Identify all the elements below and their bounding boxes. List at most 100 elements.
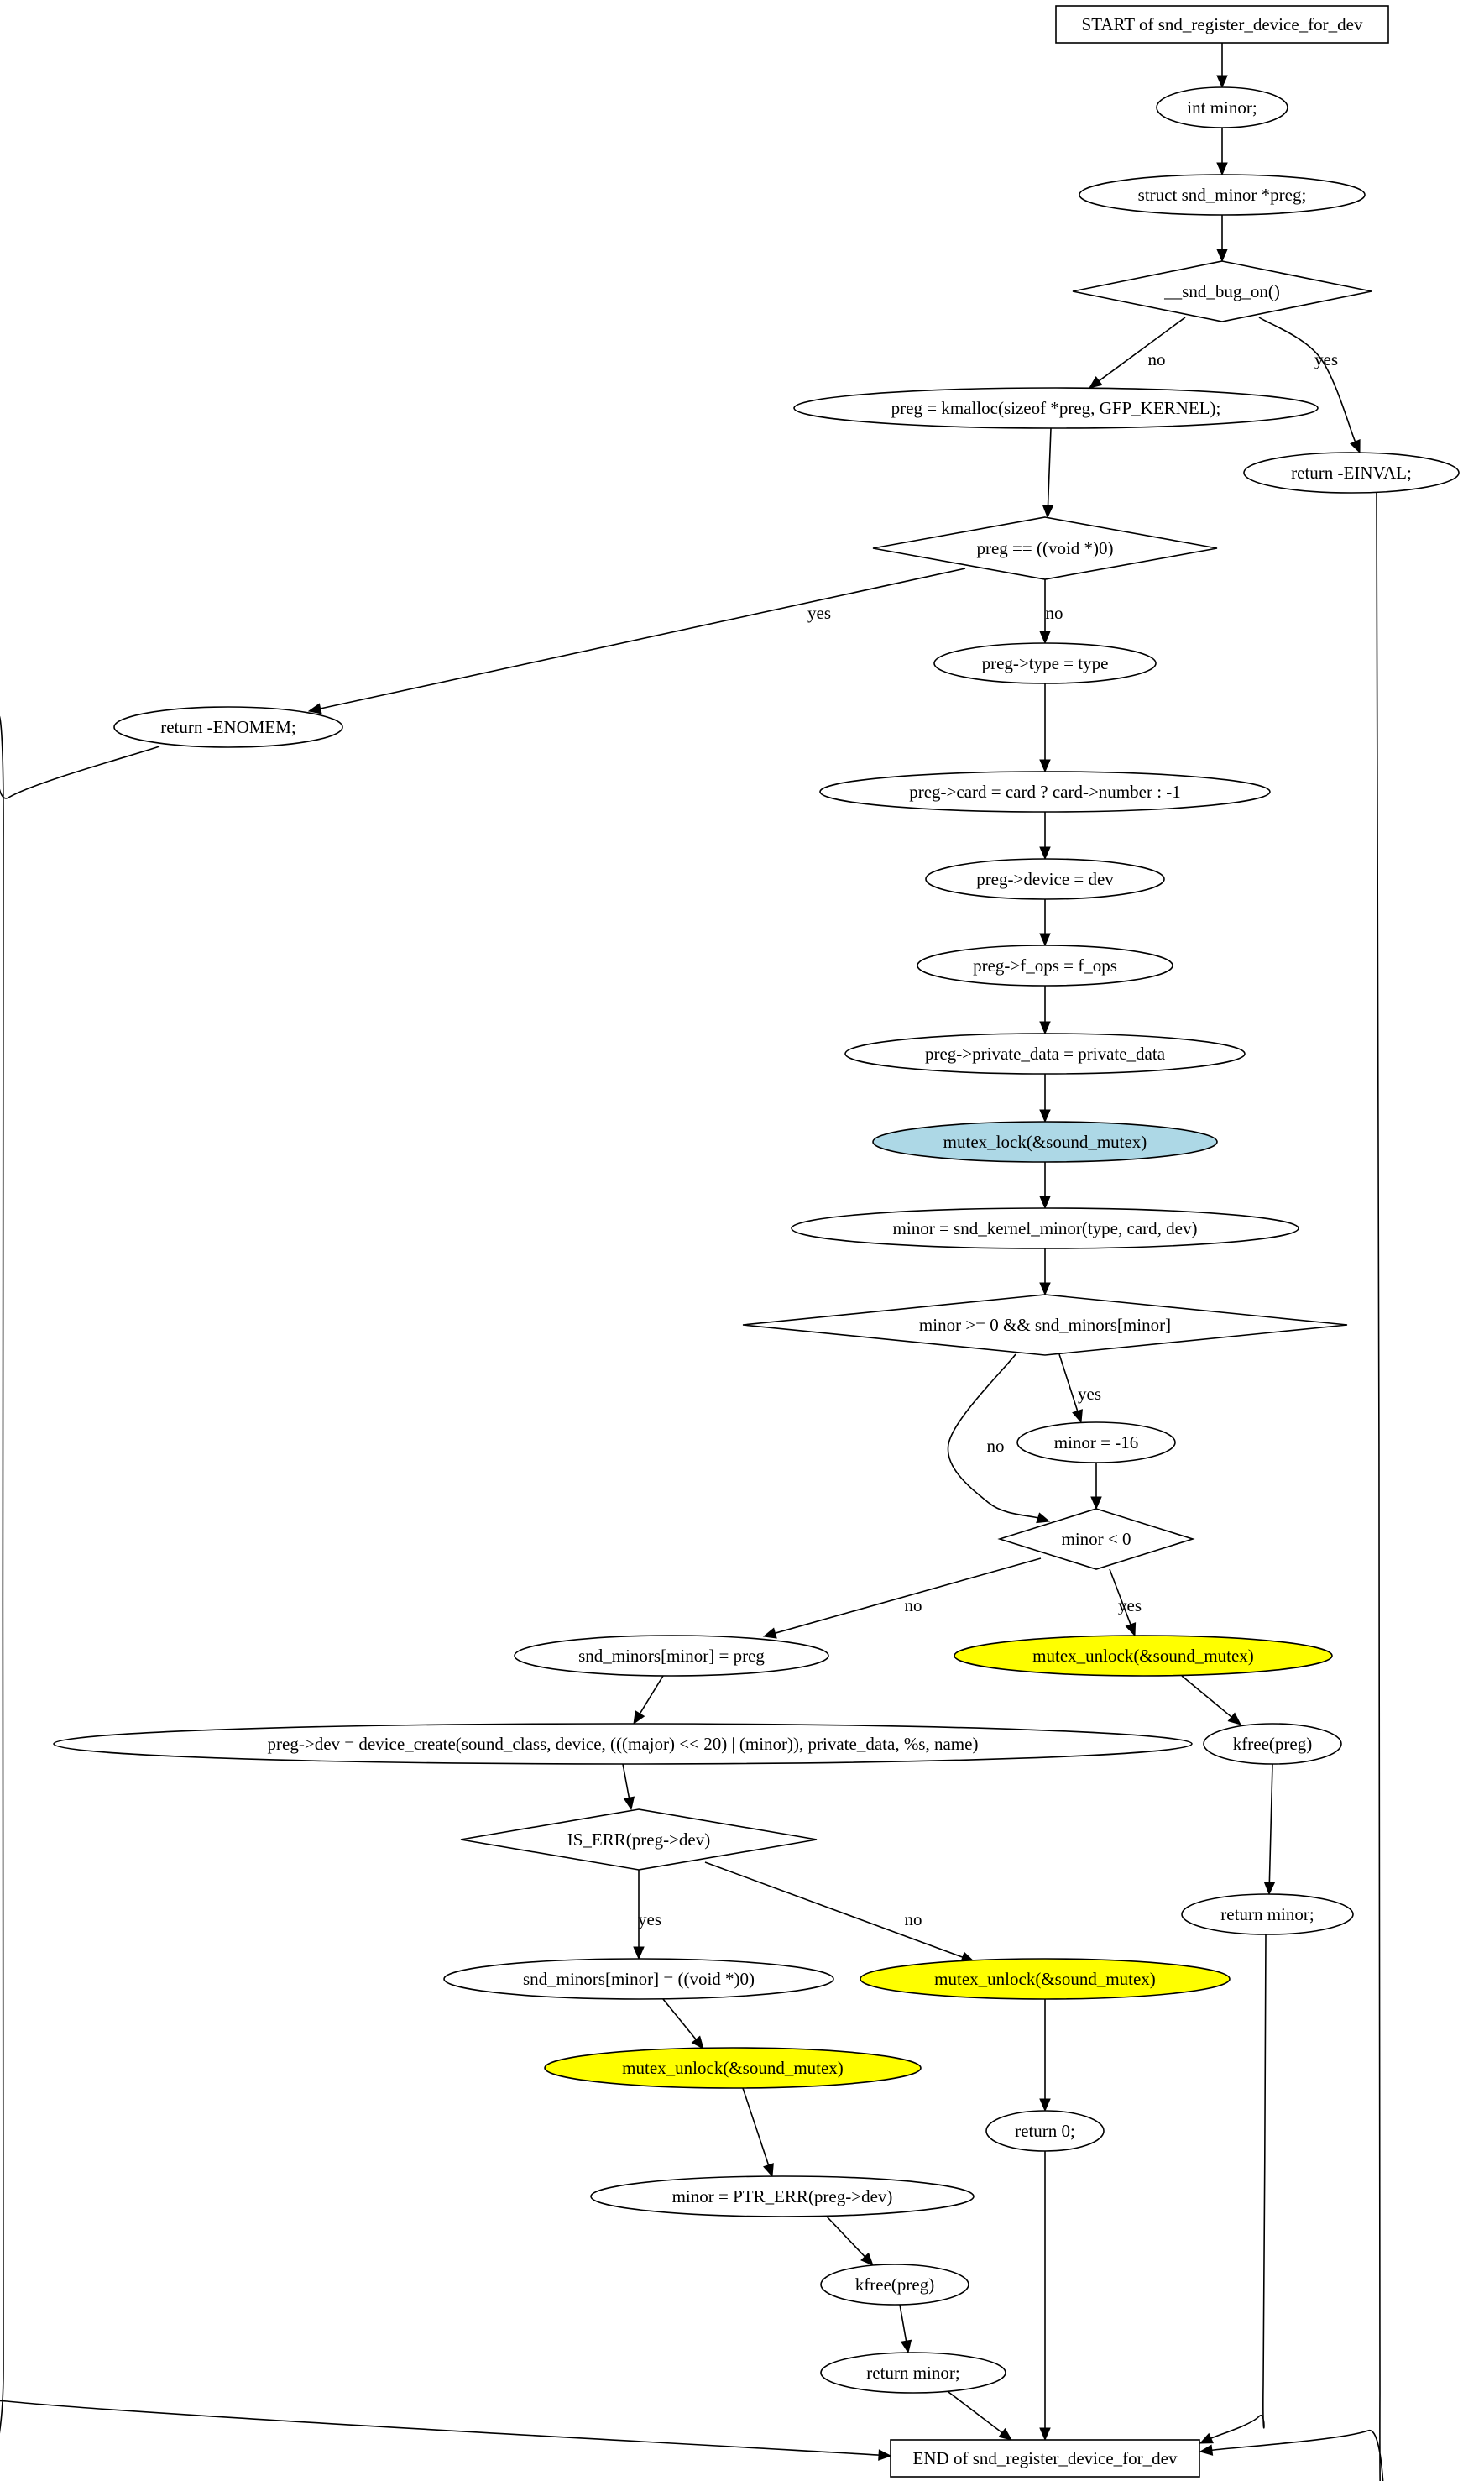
- edge-label-yes: yes: [1118, 1595, 1142, 1615]
- node-label: snd_minors[minor] = ((void *)0): [523, 1969, 755, 1989]
- arrowhead-icon: [633, 1710, 645, 1725]
- edge-kfree1-to-ret_minor1: [1263, 1763, 1276, 1896]
- statement-ellipse: [844, 1033, 1246, 1075]
- edge-start-to-int_minor: [1216, 43, 1228, 89]
- statement-ellipse: [820, 2264, 969, 2306]
- node-set_minors: snd_minors[minor] = preg: [514, 1635, 829, 1677]
- arrowhead-icon: [1090, 1496, 1102, 1510]
- arrowhead-icon: [691, 2035, 704, 2049]
- node-unlock2: mutex_unlock(&sound_mutex): [544, 2047, 922, 2089]
- node-kmalloc: preg = kmalloc(sizeof *preg, GFP_KERNEL)…: [793, 387, 1319, 429]
- edge-line: [639, 1675, 664, 1714]
- edge-label-no: no: [1046, 603, 1063, 623]
- edge-ret_minor1-to-end: [1199, 1934, 1267, 2444]
- statement-ellipse: [1181, 1893, 1354, 1935]
- node-ret_minor1: return minor;: [1181, 1893, 1354, 1935]
- node-int_minor: int minor;: [1156, 86, 1288, 128]
- arrowhead-icon: [860, 2252, 874, 2266]
- edge-ret_minor2-to-end: [948, 2391, 1013, 2441]
- node-ret_minor2: return minor;: [820, 2352, 1006, 2394]
- edge-line: [947, 1353, 1038, 1519]
- edge-line: [320, 568, 966, 709]
- statement-ellipse: [793, 387, 1319, 429]
- node-ret_einval: return -EINVAL;: [1243, 452, 1460, 494]
- node-label: preg->type = type: [982, 653, 1109, 673]
- edge-label-yes: yes: [1314, 349, 1338, 369]
- edge-line: [622, 1763, 630, 1798]
- statement-ellipse: [985, 2110, 1105, 2152]
- node-label: minor = PTR_ERR(preg->dev): [672, 2186, 893, 2206]
- arrowhead-icon: [1350, 439, 1361, 454]
- arrowhead-icon: [1039, 2427, 1051, 2442]
- edge-private-to-lock: [1039, 1074, 1051, 1123]
- node-label: START of snd_register_device_for_dev: [1082, 14, 1363, 34]
- node-ret_enomem: return -ENOMEM;: [113, 706, 343, 748]
- statement-ellipse: [1203, 1723, 1342, 1765]
- arrowhead-icon: [1125, 1622, 1137, 1637]
- node-label: struct snd_minor *preg;: [1138, 185, 1307, 205]
- arrowhead-icon: [633, 1946, 645, 1960]
- arrowhead-icon: [763, 2163, 774, 2178]
- edge-preg_null-to-ret_enomem: yes: [307, 568, 966, 714]
- edge-line: [948, 2391, 1003, 2434]
- node-card: preg->card = card ? card->number : -1: [819, 771, 1271, 813]
- edge-line: [826, 2216, 865, 2258]
- edge-line: [1109, 1568, 1131, 1625]
- edge-dev_create-to-is_err: [622, 1763, 635, 1811]
- node-fops: preg->f_ops = f_ops: [917, 945, 1173, 987]
- node-label: preg == ((void *)0): [976, 538, 1113, 558]
- edge-kmalloc-to-preg_null: [1042, 427, 1054, 519]
- statement-ellipse: [514, 1635, 829, 1677]
- edge-lock-to-kernel_minor: [1039, 1162, 1051, 1210]
- node-label: __snd_bug_on(): [1163, 281, 1280, 301]
- node-minus16: minor = -16: [1016, 1421, 1176, 1463]
- arrowhead-icon: [1216, 249, 1228, 263]
- decision-diamond: [742, 1294, 1348, 1356]
- node-lt0: minor < 0: [997, 1508, 1195, 1570]
- statement-ellipse: [443, 1958, 834, 2000]
- node-null_minors: snd_minors[minor] = ((void *)0): [443, 1958, 834, 2000]
- edge-type-to-card: [1039, 683, 1051, 773]
- edge-label-no: no: [987, 1436, 1005, 1456]
- edge-line: [704, 1861, 964, 1958]
- edge-kfree2-to-ret_minor2: [899, 2304, 912, 2354]
- node-kernel_minor: minor = snd_kernel_minor(type, card, dev…: [791, 1207, 1299, 1249]
- node-label: mutex_unlock(&sound_mutex): [622, 2058, 844, 2078]
- arrowhead-icon: [623, 1796, 635, 1811]
- statement-ellipse: [590, 2175, 975, 2217]
- node-label: int minor;: [1187, 97, 1257, 118]
- edge-lt0-to-set_minors: no: [762, 1557, 1042, 1639]
- edge-line: [1258, 317, 1356, 442]
- arrowhead-icon: [1088, 375, 1103, 389]
- node-private: preg->private_data = private_data: [844, 1033, 1246, 1075]
- node-cond_minors: minor >= 0 && snd_minors[minor]: [742, 1294, 1348, 1356]
- node-ptr_err: minor = PTR_ERR(preg->dev): [590, 2175, 975, 2217]
- edge-minus16-to-lt0: [1090, 1463, 1102, 1510]
- edge-unlock3-to-ret0: [1039, 1999, 1051, 2112]
- arrowhead-icon: [1227, 1712, 1241, 1725]
- edge-set_minors-to-dev_create: [633, 1675, 664, 1725]
- edge-is_err-to-null_minors: yes: [633, 1870, 661, 1960]
- node-label: return minor;: [866, 2363, 959, 2383]
- edge-line: [1058, 1353, 1079, 1411]
- statement-ellipse: [872, 1121, 1218, 1163]
- node-label: preg->dev = device_create(sound_class, d…: [268, 1734, 979, 1754]
- statement-ellipse: [819, 771, 1271, 813]
- arrowhead-icon: [1263, 1882, 1276, 1896]
- arrowhead-icon: [1039, 933, 1051, 947]
- node-label: mutex_lock(&sound_mutex): [943, 1132, 1147, 1152]
- edge-line: [1211, 492, 1384, 2481]
- edge-line: [775, 1557, 1042, 1634]
- edge-line: [1268, 1763, 1273, 1883]
- edge-label-yes: yes: [807, 603, 831, 623]
- edge-label-yes: yes: [638, 1909, 661, 1929]
- statement-ellipse: [925, 858, 1165, 900]
- statement-ellipse: [954, 1635, 1333, 1677]
- node-label: preg->card = card ? card->number : -1: [909, 782, 1181, 802]
- edge-bug_on-to-ret_einval: yes: [1258, 317, 1361, 454]
- node-bug_on: __snd_bug_on(): [1072, 260, 1372, 322]
- edge-null_minors-to-unlock2: [662, 1998, 704, 2049]
- node-kfree1: kfree(preg): [1203, 1723, 1342, 1765]
